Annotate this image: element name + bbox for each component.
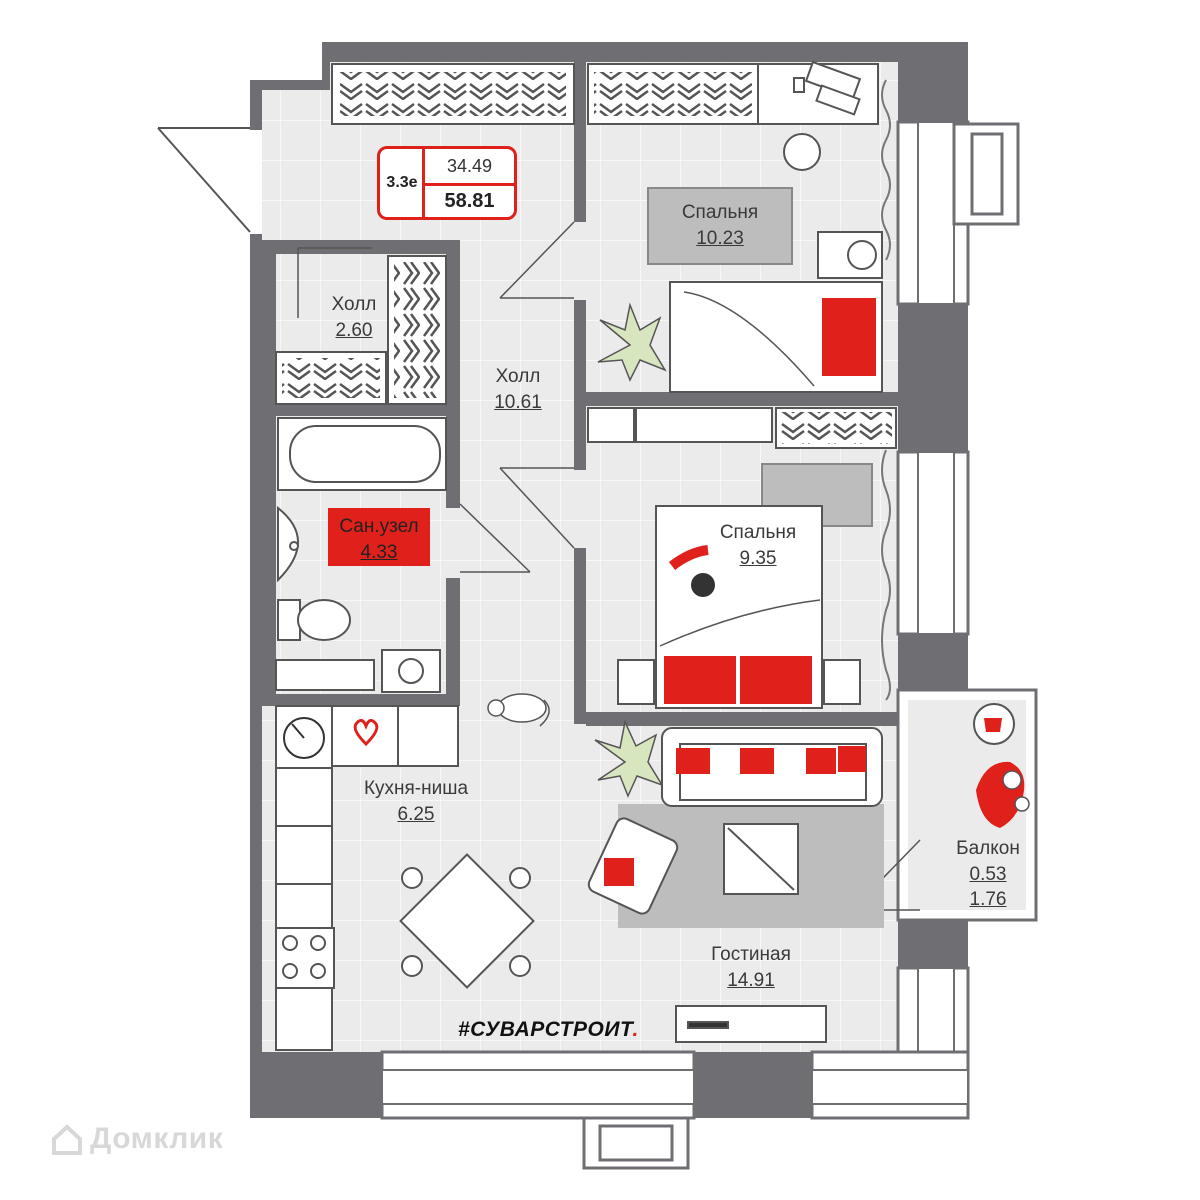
dining-table-icon (399, 853, 535, 989)
brand-text: #СУВАРСТРОИТ (458, 1018, 633, 1041)
balcony-chair-icon (976, 761, 1030, 828)
total-area-value: 58.81 (444, 190, 495, 212)
room-name: Спальня (719, 522, 797, 543)
interior-walls (250, 62, 898, 726)
entrance-door-icon (157, 127, 251, 233)
room-name: Гостиная (711, 944, 791, 965)
washing-machine-icon (275, 649, 441, 693)
heart-icon (353, 719, 379, 747)
cat-icon (487, 693, 550, 727)
room-area: 14.91 (727, 969, 775, 991)
room-area: 10.23 (696, 227, 744, 249)
sofa-icon (661, 727, 883, 807)
bottom-windows (380, 1050, 970, 1120)
room-area: 0.53 (969, 863, 1007, 885)
chair-icon (783, 133, 883, 279)
curtain-icon (881, 79, 891, 701)
room-name: Спальня (681, 202, 759, 223)
room-label-living-room: Гостиная 14.91 (686, 942, 816, 993)
watermark: Домклик (50, 1122, 223, 1157)
tv-icon (675, 1005, 827, 1043)
apartment-type-code: 3.3е (386, 174, 418, 191)
room-label-kitchen: Кухня-ниша 6.25 (336, 776, 496, 827)
sink-icon (277, 505, 299, 583)
toilet-icon (277, 599, 351, 641)
french-balcony (582, 122, 1020, 1170)
room-name: Сан.узел (339, 516, 419, 537)
room-name: Холл (495, 366, 541, 387)
desk-icon (757, 60, 879, 125)
bathtub-icon (277, 417, 447, 491)
plant-icon (594, 302, 667, 798)
room-label-bedroom-1: Спальня 10.23 (660, 200, 780, 251)
bed-icon (669, 281, 883, 393)
brand-logo: #СУВАРСТРОИТ. (458, 1018, 639, 1042)
bath-mat-icon (328, 508, 430, 566)
door-swing-icon (297, 221, 921, 911)
room-area: 10.61 (494, 391, 542, 413)
outer-walls (250, 42, 968, 1118)
apartment-area-badge: 3.3е 34.49 58.81 (377, 146, 517, 220)
room-name: Кухня-ниша (363, 778, 469, 799)
room-label-bedroom-2: Спальня 9.35 (698, 520, 818, 571)
room-area-secondary: 1.76 (969, 889, 1007, 911)
room-label-balcony: Балкон 0.53 1.76 (938, 836, 1038, 913)
coffee-table-icon (723, 823, 799, 895)
room-area: 2.60 (335, 319, 373, 341)
bed-icon (617, 505, 861, 709)
watermark-text: Домклик (90, 1122, 224, 1155)
clock-icon (283, 717, 325, 759)
badge-divider (422, 183, 514, 186)
room-label-bathroom: Сан.узел 4.33 (324, 514, 434, 565)
living-area-value: 34.49 (446, 155, 493, 176)
brand-dot: . (632, 1018, 639, 1041)
house-icon (52, 1124, 82, 1156)
room-label-hall-main: Холл 10.61 (468, 364, 568, 415)
cup-icon (973, 703, 1015, 745)
stove-icon (275, 927, 335, 989)
room-area: 9.35 (739, 547, 777, 569)
room-name: Балкон (956, 838, 1020, 859)
kitchen-counter-icon (275, 705, 459, 1051)
room-name: Холл (331, 294, 377, 315)
armchair-icon (587, 817, 679, 915)
room-area: 6.25 (397, 803, 435, 825)
tv-stand-icon (587, 407, 773, 443)
room-area: 4.33 (360, 541, 398, 563)
wardrobe-icon (275, 63, 897, 449)
room-label-hall-small: Холл 2.60 (304, 292, 404, 343)
